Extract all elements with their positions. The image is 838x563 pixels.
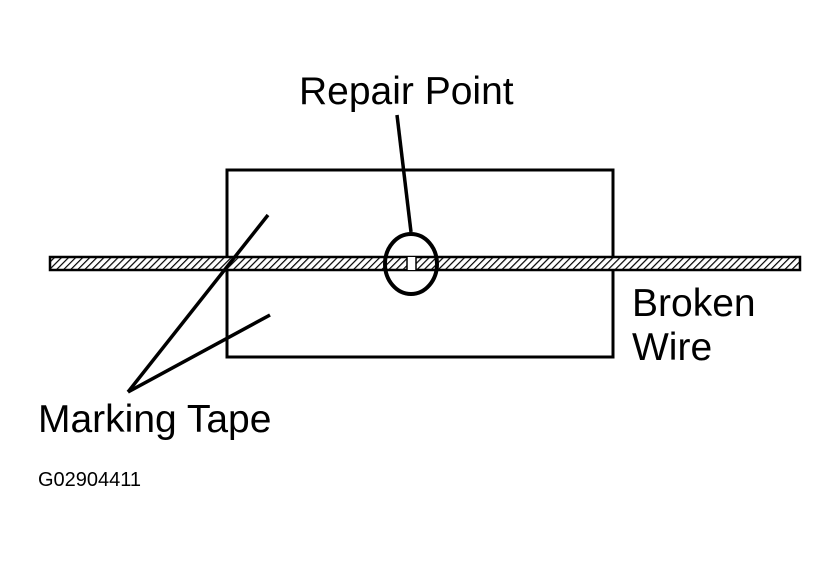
wire-break-gap [407,257,416,270]
repair-point-label: Repair Point [299,70,514,113]
marking-tape-leader-lower [127,313,271,394]
broken-wire-label: Broken Wire [632,282,756,370]
repair-point-leader [395,114,413,233]
figure-id-label: G02904411 [38,469,142,491]
marking-tape-leader-upper [126,213,270,394]
repair-point-circle [383,232,439,296]
broken-wire-label-line2: Wire [632,326,713,369]
broken-wire-label-line1: Broken [632,282,756,325]
broken-wire [48,255,802,272]
marking-tape-label: Marking Tape [38,398,272,441]
